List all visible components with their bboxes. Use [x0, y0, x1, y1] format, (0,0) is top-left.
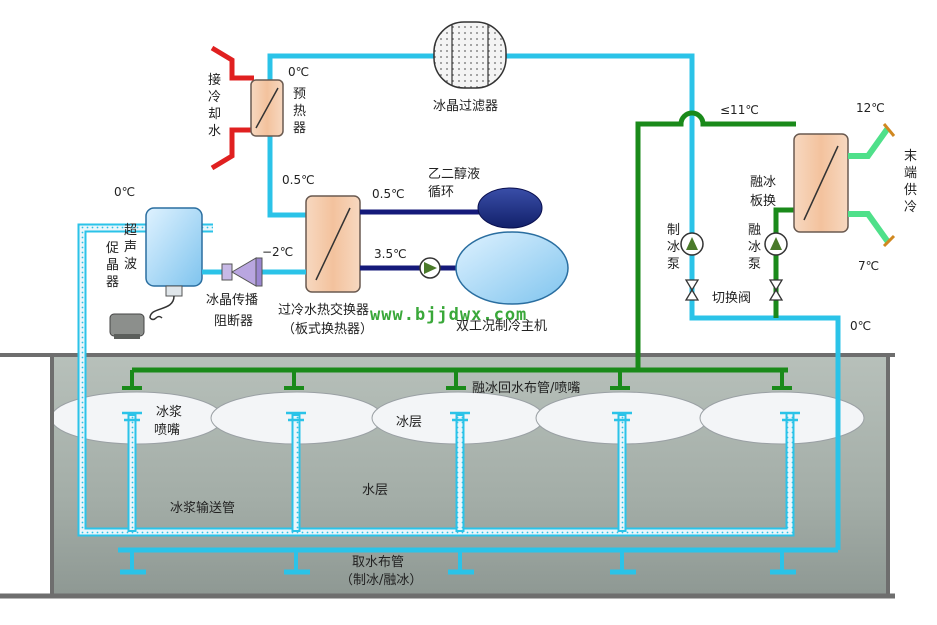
switch-valve-left-icon: [684, 279, 700, 301]
glycol-tank: [477, 187, 543, 229]
label-ice-pump: 制冰泵: [667, 223, 680, 272]
label-ice-filter: 冰晶过滤器: [433, 99, 498, 114]
melt-plate-hx: [793, 133, 849, 233]
label-glycol-loop: 乙二醇液循环: [428, 166, 480, 200]
label-chiller: 双工况制冷主机: [456, 319, 547, 334]
ice-melting-pump-icon: [764, 232, 788, 256]
label-supercool-hx-2: （板式换热器）: [282, 322, 373, 337]
label-slurry-nozzle-2: 喷嘴: [154, 423, 180, 438]
label-ice-blocker-1: 冰晶传播: [206, 293, 258, 308]
supercooled-water-hx: [305, 195, 361, 293]
intake-pipe: [118, 53, 841, 575]
ice-layer-segment: [50, 391, 224, 445]
ice-making-pump-icon: [680, 232, 704, 256]
label-switch-valve: 切换阀: [712, 291, 751, 306]
label-temp-35c: 3.5℃: [374, 247, 407, 261]
ice-propagation-blocker: [221, 257, 263, 287]
label-temp-7c: 7℃: [858, 259, 879, 273]
label-melt-plate-2: 板换: [750, 194, 776, 209]
label-temp-le11c: ≤11℃: [720, 103, 759, 117]
label-temp-0c-left: 0℃: [114, 185, 135, 199]
label-melt-return: 融冰回水布管/喷嘴: [472, 381, 580, 396]
ice-promoter: [109, 207, 203, 339]
preheater: [250, 79, 284, 137]
ice-slurry-pipe: [77, 223, 800, 537]
storage-tank: [0, 353, 895, 599]
slurry-risers: [127, 414, 793, 532]
label-intake-pipe-2: （制冰/融冰）: [340, 573, 422, 588]
slurry-nozzle-heads: [122, 411, 800, 422]
label-ice-blocker-2: 阻断器: [214, 314, 253, 329]
label-cooling-water: 接冷却水: [208, 72, 221, 139]
label-promoter: 促晶器: [106, 241, 119, 290]
label-temp-0c-top: 0℃: [288, 65, 309, 79]
label-temp-0c-right: 0℃: [850, 319, 871, 333]
label-temp-neg2c: −2℃: [262, 245, 293, 259]
glycol-pump-icon: [419, 257, 441, 279]
diagram-labels: 接冷却水 预热器 0℃ 0.5℃ 冰晶过滤器 乙二醇液循环 0.5℃ 3.5℃ …: [106, 65, 917, 588]
label-melt-pump: 融冰泵: [748, 223, 761, 272]
label-slurry-nozzle-1: 冰浆: [156, 405, 182, 420]
cooling-water-pipe: [210, 45, 254, 171]
terminal-valves: [882, 123, 896, 248]
label-supercool-hx-1: 过冷水热交换器: [278, 302, 369, 318]
label-melt-plate-1: 融冰: [750, 175, 776, 190]
label-temp-05c-a: 0.5℃: [282, 173, 315, 187]
terminal-cooling-pipes: [848, 126, 891, 244]
chiller-body: [455, 231, 569, 305]
label-temp-05c-b: 0.5℃: [372, 187, 405, 201]
label-water-layer: 水层: [362, 483, 388, 498]
watermark-text: www.bjjdwx.com: [370, 305, 527, 325]
ice-layer-segment: [699, 391, 865, 445]
label-ultrasonic: 超声波: [124, 223, 137, 272]
label-temp-12c: 12℃: [856, 101, 885, 115]
switch-valve-right-icon: [768, 279, 784, 301]
ultrasonic-generator: [109, 313, 145, 337]
ice-filter: [433, 21, 507, 89]
label-preheater: 预热器: [293, 87, 306, 136]
label-intake-pipe-1: 取水布管: [352, 555, 404, 570]
label-terminal-cooling: 末端供冷: [904, 149, 917, 215]
label-slurry-pipe: 冰浆输送管: [170, 500, 235, 516]
label-ice-layer: 冰层: [396, 415, 422, 430]
dual-mode-chiller: [455, 187, 569, 305]
